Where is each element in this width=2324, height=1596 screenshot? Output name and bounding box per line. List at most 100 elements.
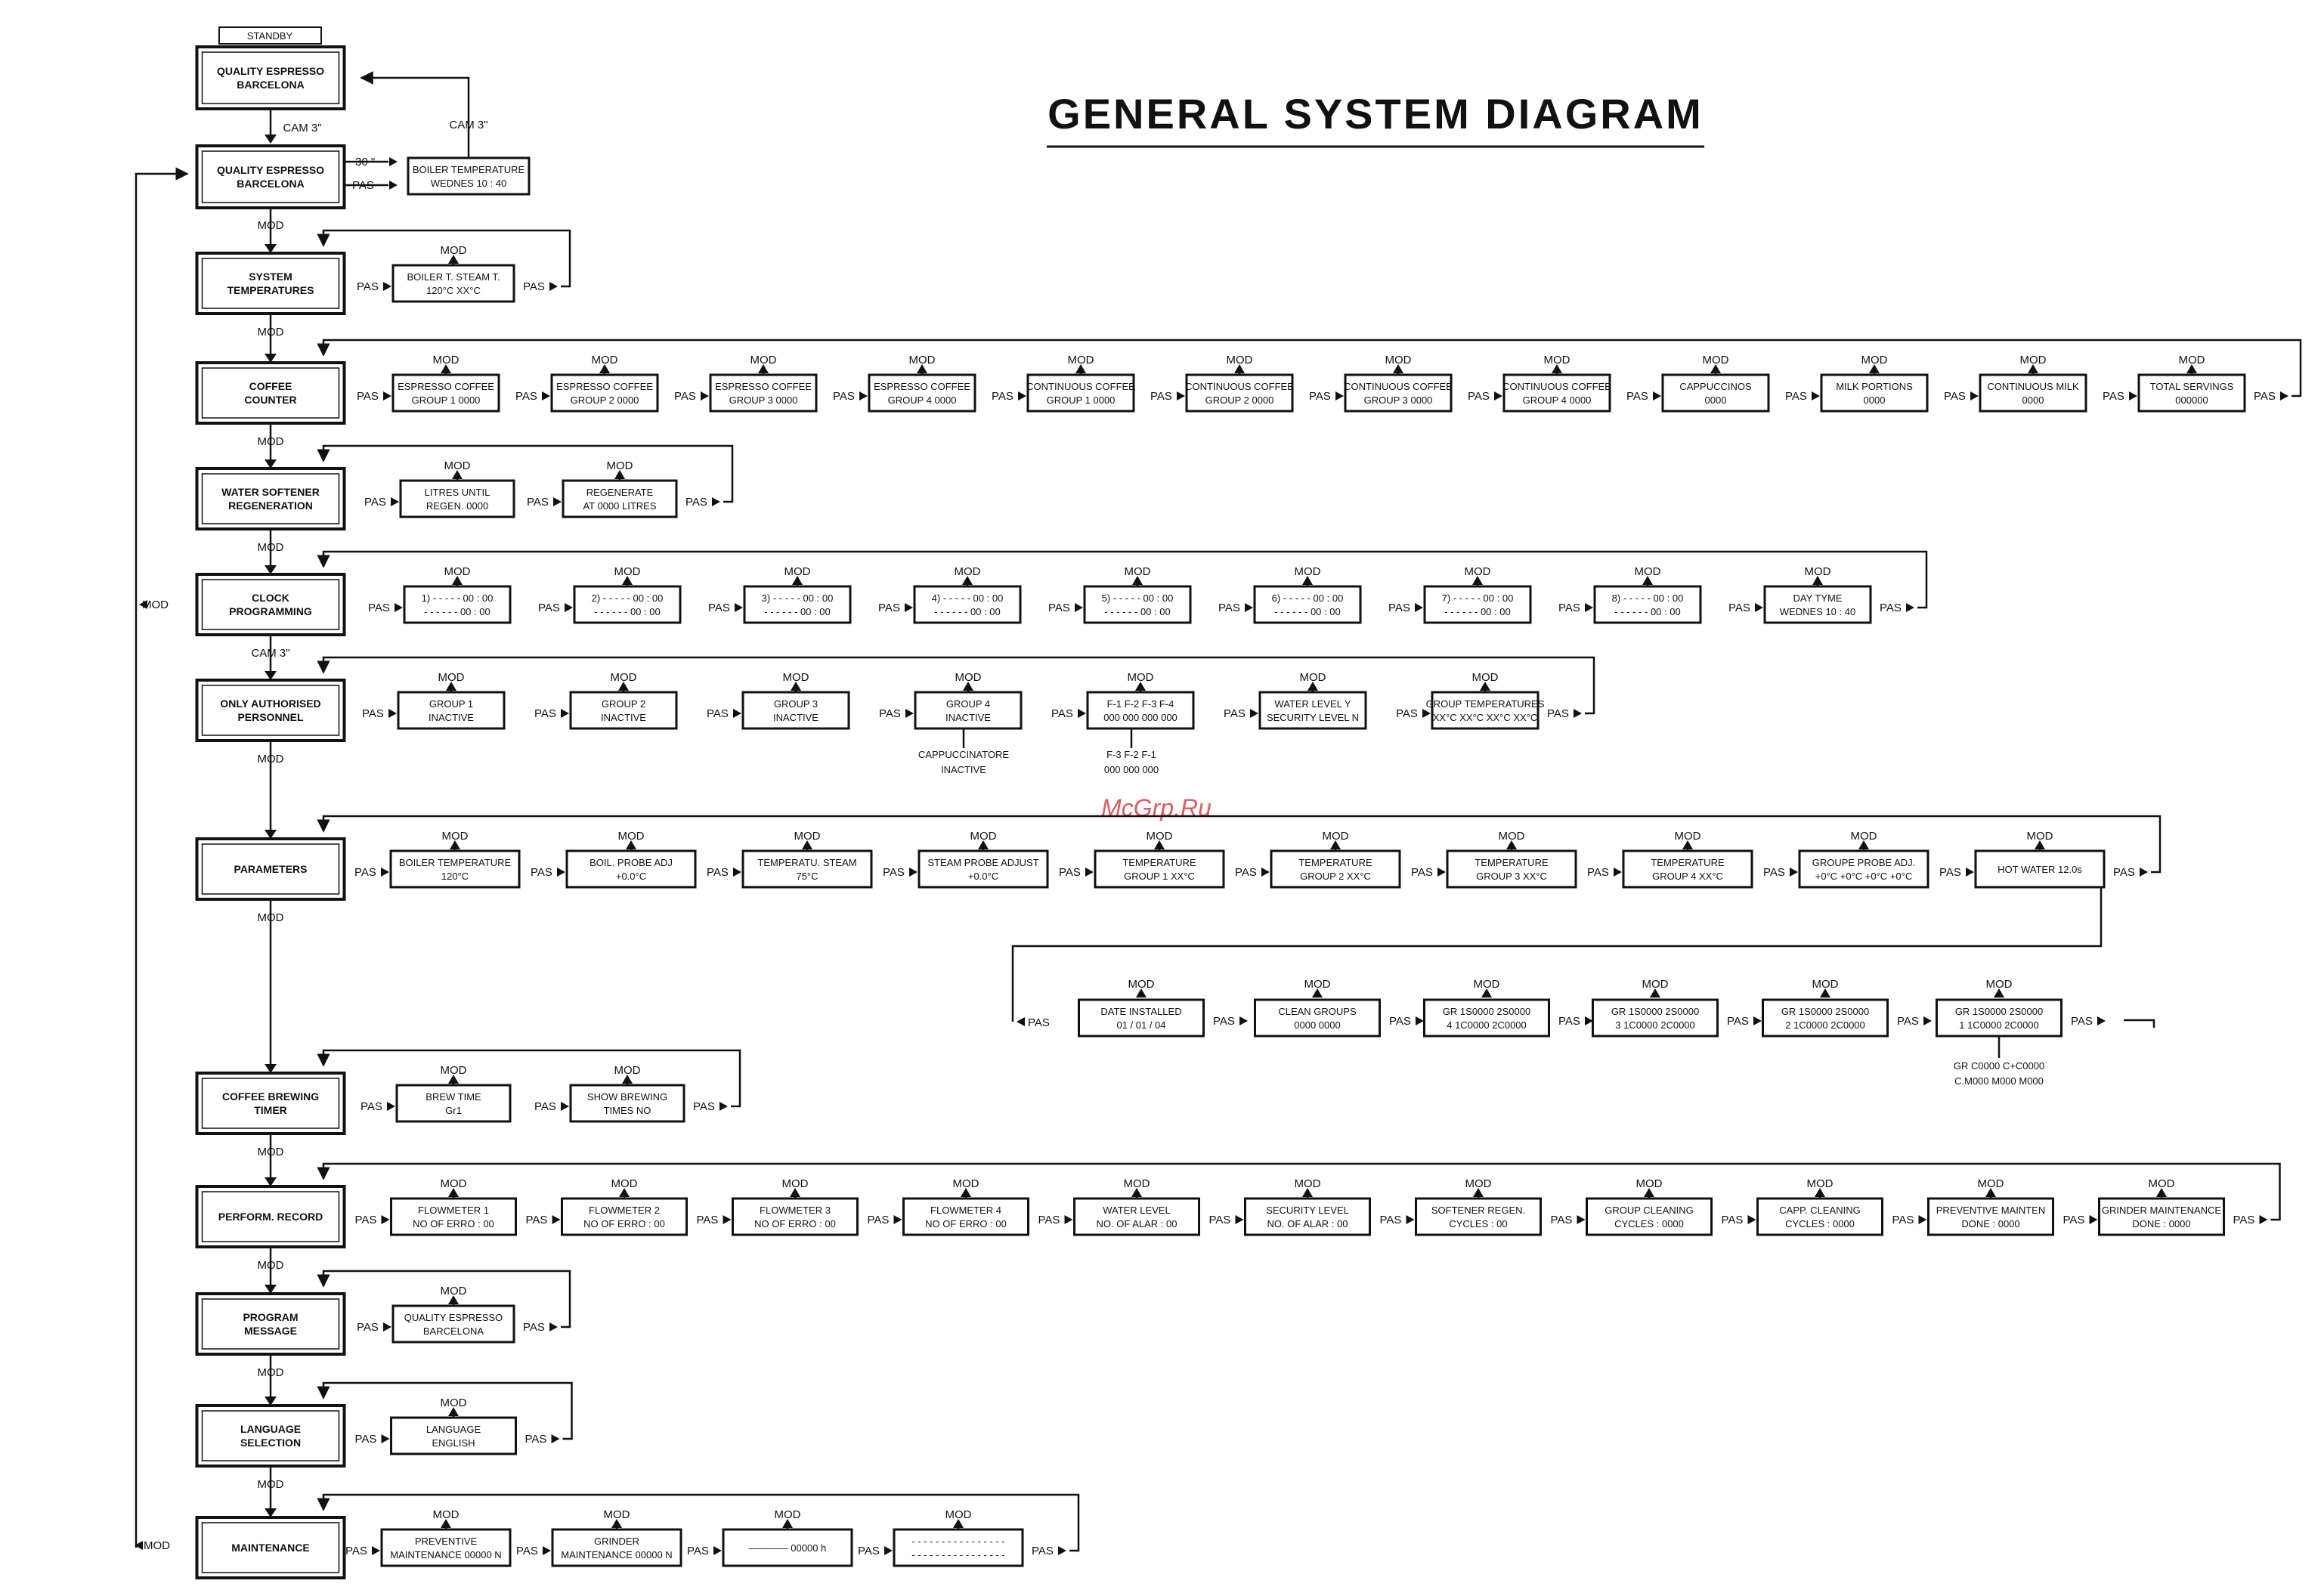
section-9-box[interactable] <box>195 1404 346 1468</box>
boiler-temperature-box[interactable] <box>407 156 531 196</box>
section-3-item-8[interactable] <box>1763 585 1872 624</box>
right-arrow-icon <box>1250 709 1258 718</box>
section-1-item-2[interactable] <box>709 373 818 413</box>
section-6-item-0[interactable] <box>395 1084 512 1123</box>
parameters-extra-item-1[interactable] <box>1254 998 1381 1038</box>
section-10-box[interactable] <box>195 1516 346 1579</box>
section-7-item-0[interactable] <box>390 1197 517 1236</box>
section-7-item-5-text: SECURITY LEVEL <box>1266 1205 1349 1216</box>
section-5-item-7[interactable] <box>1622 849 1753 889</box>
section-7-item-4[interactable] <box>1073 1197 1200 1236</box>
section-8-item-0[interactable] <box>391 1304 515 1344</box>
section-7-item-10[interactable] <box>2098 1197 2225 1236</box>
section-5-item-9[interactable] <box>1974 849 2106 889</box>
section-5-item-1[interactable] <box>565 849 697 889</box>
section-7-item-7[interactable] <box>1586 1197 1713 1236</box>
up-arrow-icon <box>1820 988 1830 998</box>
section-1-box[interactable] <box>195 361 346 425</box>
section-1-item-5[interactable] <box>1185 373 1294 413</box>
section-5-box[interactable] <box>195 837 346 901</box>
section-7-item-2[interactable] <box>732 1197 859 1236</box>
section-1-item-11[interactable] <box>2137 373 2246 413</box>
section-7-item-7-text: CYCLES : 0000 <box>1614 1218 1684 1229</box>
mod-label: MOD <box>607 459 633 472</box>
section-3-item-0[interactable] <box>403 585 512 624</box>
section-5-item-3[interactable] <box>918 849 1049 889</box>
section-7-item-1[interactable] <box>561 1197 688 1236</box>
section-2-box[interactable] <box>195 467 346 530</box>
section-4-item-3[interactable] <box>914 691 1023 730</box>
section-5-item-2[interactable] <box>741 849 873 889</box>
section-3-item-7[interactable] <box>1593 585 1702 624</box>
section-8-box[interactable] <box>195 1292 346 1356</box>
quality-espresso-main-box[interactable] <box>195 144 346 209</box>
parameters-extra-item-5-text: GR 1S0000 2S0000 <box>1955 1006 2043 1017</box>
section-1-item-9[interactable] <box>1820 373 1929 413</box>
section-3-item-2[interactable] <box>743 585 852 624</box>
section-1-item-6[interactable] <box>1344 373 1453 413</box>
section-4-box[interactable] <box>195 679 346 742</box>
section-5-item-9-text: HOT WATER 12.0s <box>1998 864 2082 875</box>
section-4-item-1[interactable] <box>569 691 678 730</box>
section-4-item-4[interactable] <box>1086 691 1195 730</box>
cam3-label: CAM 3" <box>283 122 321 135</box>
section-9-item-0[interactable] <box>390 1416 517 1455</box>
section-5-item-0[interactable] <box>389 849 521 889</box>
mod-label: MOD <box>782 1177 809 1190</box>
section-10-item-0[interactable] <box>380 1528 512 1567</box>
right-arrow-icon <box>1906 603 1914 612</box>
down-arrow-icon <box>265 244 277 253</box>
section-10-item-3[interactable] <box>893 1528 1024 1567</box>
section-2-item-0[interactable] <box>399 479 515 518</box>
section-7-item-8[interactable] <box>1756 1197 1883 1236</box>
section-5-item-4[interactable] <box>1094 849 1225 889</box>
mod-label: MOD <box>1295 1177 1321 1190</box>
section-1-item-10[interactable] <box>1979 373 2087 413</box>
section-5-item-5[interactable] <box>1270 849 1401 889</box>
parameters-extra-item-5[interactable] <box>1936 998 2063 1038</box>
pas-label: PAS <box>1468 390 1490 403</box>
mod-label: MOD <box>444 565 471 578</box>
section-1-item-0[interactable] <box>391 373 500 413</box>
section-1-item-1[interactable] <box>550 373 659 413</box>
section-7-item-3[interactable] <box>902 1197 1029 1236</box>
section-2-item-1[interactable] <box>562 479 678 518</box>
mod-label: MOD <box>1125 565 1151 578</box>
parameters-extra-item-2[interactable] <box>1423 998 1550 1038</box>
parameters-extra-item-3[interactable] <box>1592 998 1719 1038</box>
section-6-box[interactable] <box>195 1072 346 1135</box>
pas-label: PAS <box>685 496 707 509</box>
section-3-item-5[interactable] <box>1253 585 1362 624</box>
mod-label: MOD <box>614 1064 641 1077</box>
section-5-item-8[interactable] <box>1798 849 1929 889</box>
quality-espresso-box[interactable] <box>195 45 346 110</box>
section-3-item-3[interactable] <box>913 585 1022 624</box>
section-10-item-2[interactable] <box>722 1528 853 1567</box>
section-3-item-1[interactable] <box>573 585 682 624</box>
parameters-extra-item-4[interactable] <box>1762 998 1889 1038</box>
section-1-item-4[interactable] <box>1026 373 1135 413</box>
section-0-box[interactable] <box>195 252 346 315</box>
section-7-item-6[interactable] <box>1415 1197 1542 1236</box>
right-arrow-icon <box>565 603 573 612</box>
parameters-extra-item-0[interactable] <box>1078 998 1205 1038</box>
section-3-item-4[interactable] <box>1083 585 1192 624</box>
up-arrow-icon <box>1506 840 1517 849</box>
section-4-item-5[interactable] <box>1258 691 1367 730</box>
section-1-item-7[interactable] <box>1502 373 1611 413</box>
section-1-item-3[interactable] <box>868 373 976 413</box>
quality-espresso-main-box-label: BARCELONA <box>237 178 304 190</box>
section-7-item-5[interactable] <box>1244 1197 1371 1236</box>
section-0-item-0[interactable] <box>391 264 515 303</box>
section-4-item-6[interactable] <box>1431 691 1540 730</box>
section-3-item-6[interactable] <box>1423 585 1532 624</box>
section-10-item-1[interactable] <box>551 1528 682 1567</box>
section-3-box[interactable] <box>195 573 346 636</box>
section-4-item-2[interactable] <box>741 691 850 730</box>
section-1-item-8[interactable] <box>1661 373 1770 413</box>
section-6-item-1[interactable] <box>569 1084 685 1123</box>
section-5-item-6[interactable] <box>1446 849 1577 889</box>
section-4-item-0[interactable] <box>397 691 506 730</box>
section-7-item-9[interactable] <box>1927 1197 2054 1236</box>
right-arrow-icon <box>381 1434 390 1443</box>
